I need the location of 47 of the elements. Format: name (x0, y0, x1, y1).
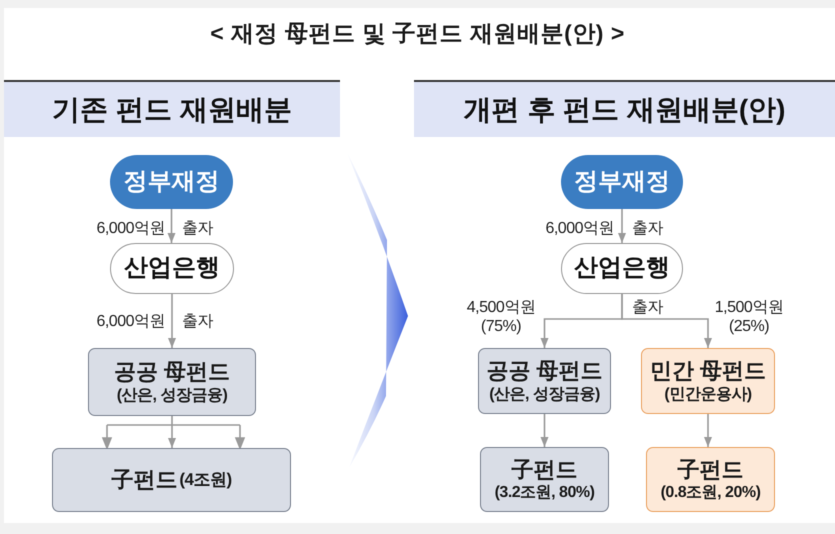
pill-label: 산업은행 (574, 254, 670, 283)
box-subtitle: (0.8조원, 20%) (660, 483, 760, 502)
flow-label: 출자 (632, 298, 663, 318)
arrow (168, 209, 176, 243)
fund-box (646, 447, 775, 512)
edge-label: 1,500억원 (25%) (714, 298, 784, 336)
pill-label: 정부재정 (574, 168, 670, 196)
box-title: 子펀드 (512, 456, 578, 484)
edge-label: 6,000억원 (95, 219, 165, 238)
pill-label: 산업은행 (124, 254, 220, 283)
arrow (168, 294, 176, 348)
header-text: 기존 펀드 재원배분 (52, 92, 292, 126)
branching-arrow (102, 415, 246, 449)
box-subtitle: (4조원) (179, 470, 232, 490)
fund-box (641, 348, 775, 414)
fund-box (480, 447, 609, 512)
edge-label: 6,000억원 (95, 312, 165, 332)
header-text: 개편 후 펀드 재원배분(안) (464, 92, 786, 126)
arrow (618, 209, 626, 243)
box-title: 공공 母펀드 (486, 358, 603, 385)
fund-box (52, 448, 291, 512)
section-header (414, 80, 835, 137)
arrow (540, 414, 548, 447)
fund-box (478, 348, 611, 414)
flow-label: 출자 (182, 219, 213, 238)
box-title: 子펀드 (678, 456, 744, 484)
box-subtitle: (산은, 성장금융) (116, 386, 228, 405)
edge-label: 4,500억원 (75%) (466, 298, 536, 336)
edge-label: 6,000억원 (544, 219, 614, 238)
box-title: 민간 母펀드 (650, 358, 766, 385)
box-subtitle: (산은, 성장금융) (489, 384, 600, 404)
fund-box (88, 348, 256, 416)
flow-label: 출자 (182, 312, 213, 332)
arrow (704, 414, 712, 447)
section-header (4, 80, 340, 137)
box-title: 공공 母펀드 (114, 359, 230, 386)
rounded-pill (561, 243, 683, 294)
rounded-pill (561, 155, 683, 209)
pill-label: 정부재정 (124, 168, 220, 196)
box-title: 子펀드 (111, 466, 178, 494)
title: < 재정 母펀드 및 子펀드 재원배분(안) > (210, 20, 625, 46)
box-subtitle: (민간운용사) (664, 384, 752, 404)
rounded-pill (110, 243, 234, 294)
elbow-arrow (621, 294, 712, 348)
flow-label: 출자 (632, 219, 663, 238)
box-subtitle: (3.2조원, 80%) (494, 483, 594, 502)
rounded-pill (110, 155, 233, 209)
